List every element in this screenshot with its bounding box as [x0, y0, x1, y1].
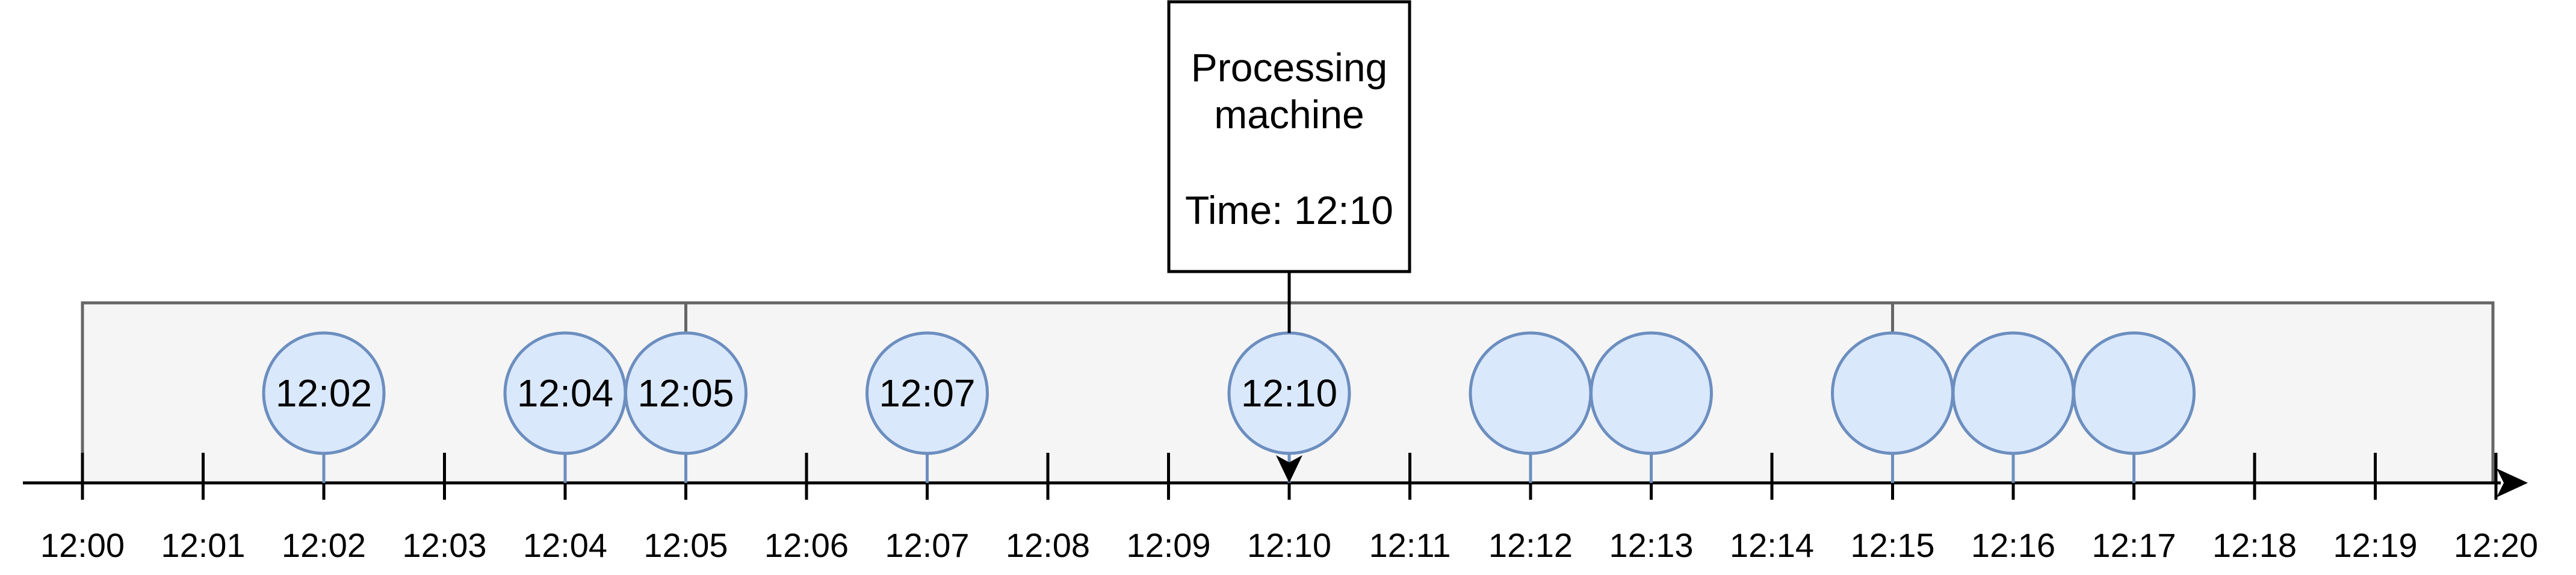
timeline-tick-label: 12:03	[402, 526, 486, 564]
event-circle	[2072, 331, 2196, 455]
processing-machine-frame	[1167, 0, 1411, 273]
timeline-tick-label: 12:17	[2091, 526, 2176, 564]
timeline-tick-label: 12:15	[1850, 526, 1934, 564]
timeline-tick-label: 12:06	[764, 526, 849, 564]
event-circle	[865, 331, 989, 455]
processing-machine-title-line1: Processing	[1191, 45, 1388, 90]
timeline-tick-label: 12:07	[885, 526, 969, 564]
timeline-tick-label: 12:13	[1609, 526, 1693, 564]
timeline-tick-label: 12:14	[1730, 526, 1814, 564]
timeline-tick-label: 12:02	[282, 526, 366, 564]
event-label: 12:04	[517, 371, 613, 415]
processing-machine-time: Time: 12:10	[1185, 188, 1393, 232]
event-circle	[1590, 331, 1713, 455]
event-label: 12:07	[879, 371, 975, 415]
timeline-tick-label: 12:11	[1369, 526, 1451, 564]
timeline-tick-label: 12:05	[643, 526, 728, 564]
current-time-marker-arrow	[1276, 455, 1302, 483]
timeline-tick-label: 12:10	[1247, 526, 1331, 564]
timeline-tick-label: 12:09	[1126, 526, 1210, 564]
timeline-tick-label: 12:00	[40, 526, 125, 564]
timeline-tick-label: 12:04	[523, 526, 607, 564]
event-circle	[1469, 331, 1593, 455]
timeline-tick-label: 12:20	[2454, 526, 2538, 564]
event-circle	[624, 331, 748, 455]
timeline-tick-label: 12:18	[2212, 526, 2297, 564]
processing-machine-title-line2: machine	[1214, 92, 1364, 137]
event-label: 12:05	[637, 371, 734, 415]
timeline-tick-label: 12:08	[1006, 526, 1090, 564]
event-circle	[262, 331, 386, 455]
event-circle	[1951, 331, 2075, 455]
event-circle	[1831, 331, 1954, 455]
timeline-tick-label: 12:12	[1488, 526, 1573, 564]
timeline-arrow-head	[2497, 468, 2528, 497]
timeline-tick-label: 12:19	[2333, 526, 2417, 564]
event-label: 12:02	[276, 371, 372, 415]
timeline-tick-label: 12:16	[1971, 526, 2055, 564]
event-label: 12:10	[1241, 371, 1337, 415]
processing-machine-box: Processing machine Time: 12:10	[1167, 0, 1411, 483]
timeline-tick-label: 12:01	[161, 526, 245, 564]
